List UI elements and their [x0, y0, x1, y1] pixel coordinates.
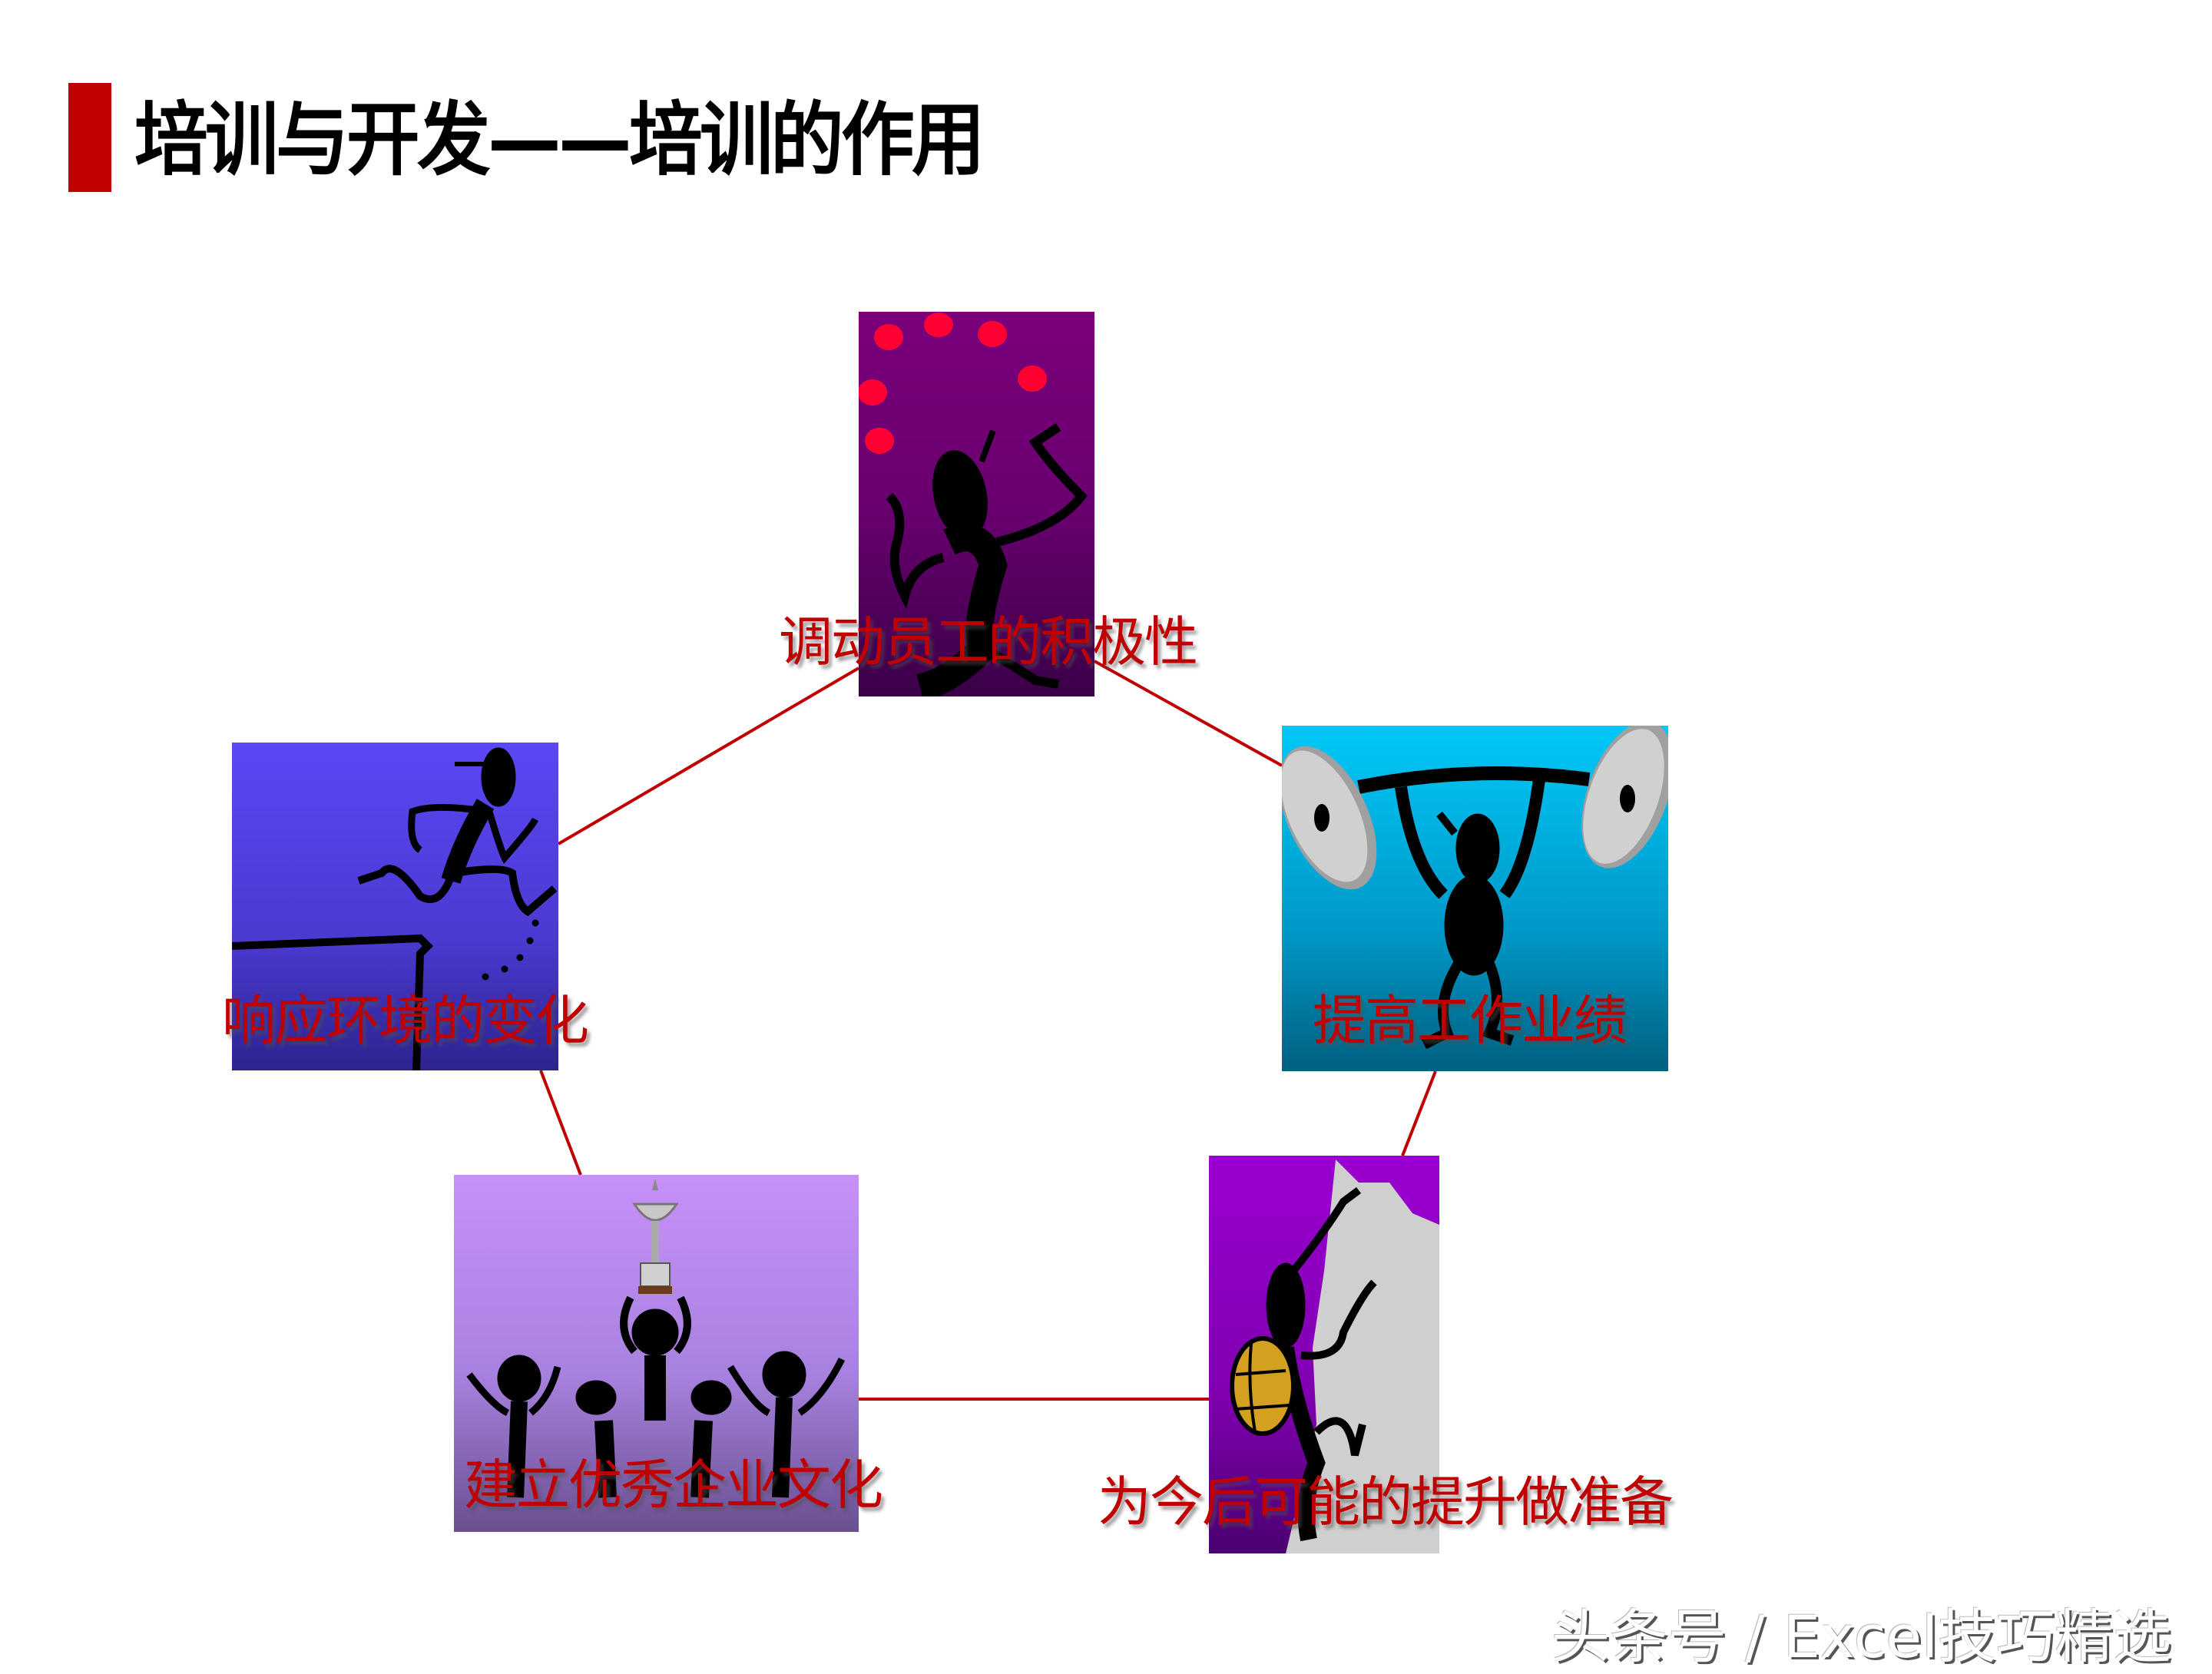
- node-label-bottom-left: 建立优秀企业文化: [464, 1454, 883, 1517]
- connector-top-left: [557, 667, 860, 845]
- title-accent-bar: [68, 83, 111, 192]
- hurdler-figure-icon: [232, 747, 558, 1070]
- slide-title: 培训与开发——培训的作用: [134, 93, 985, 187]
- node-label-left: 响应环境的变化: [222, 989, 589, 1052]
- trophy-team-figure-icon: [466, 1179, 846, 1498]
- node-card-right: [1282, 726, 1668, 1071]
- weightlifter-figure-icon: [1282, 726, 1668, 1050]
- node-label-bottom-right: 为今后可能的提升做准备: [1098, 1471, 1674, 1533]
- juggler-figure-icon: [859, 313, 1088, 696]
- node-card-top: [859, 312, 1094, 696]
- connector-left-bottomleft: [539, 1070, 582, 1176]
- connector-top-right: [1094, 660, 1283, 767]
- node-label-right: 提高工作业绩: [1313, 989, 1628, 1052]
- node-card-bottom-left: [454, 1175, 859, 1532]
- node-label-top: 调动员工的积极性: [779, 610, 1198, 673]
- watermark: 头条号 / Excel技巧精选: [1551, 1603, 2172, 1671]
- node-card-bottom-right: [1209, 1156, 1439, 1553]
- climber-figure-icon: [1230, 1160, 1439, 1553]
- connector-right-bottomright: [1401, 1070, 1437, 1156]
- node-card-left: [232, 743, 558, 1070]
